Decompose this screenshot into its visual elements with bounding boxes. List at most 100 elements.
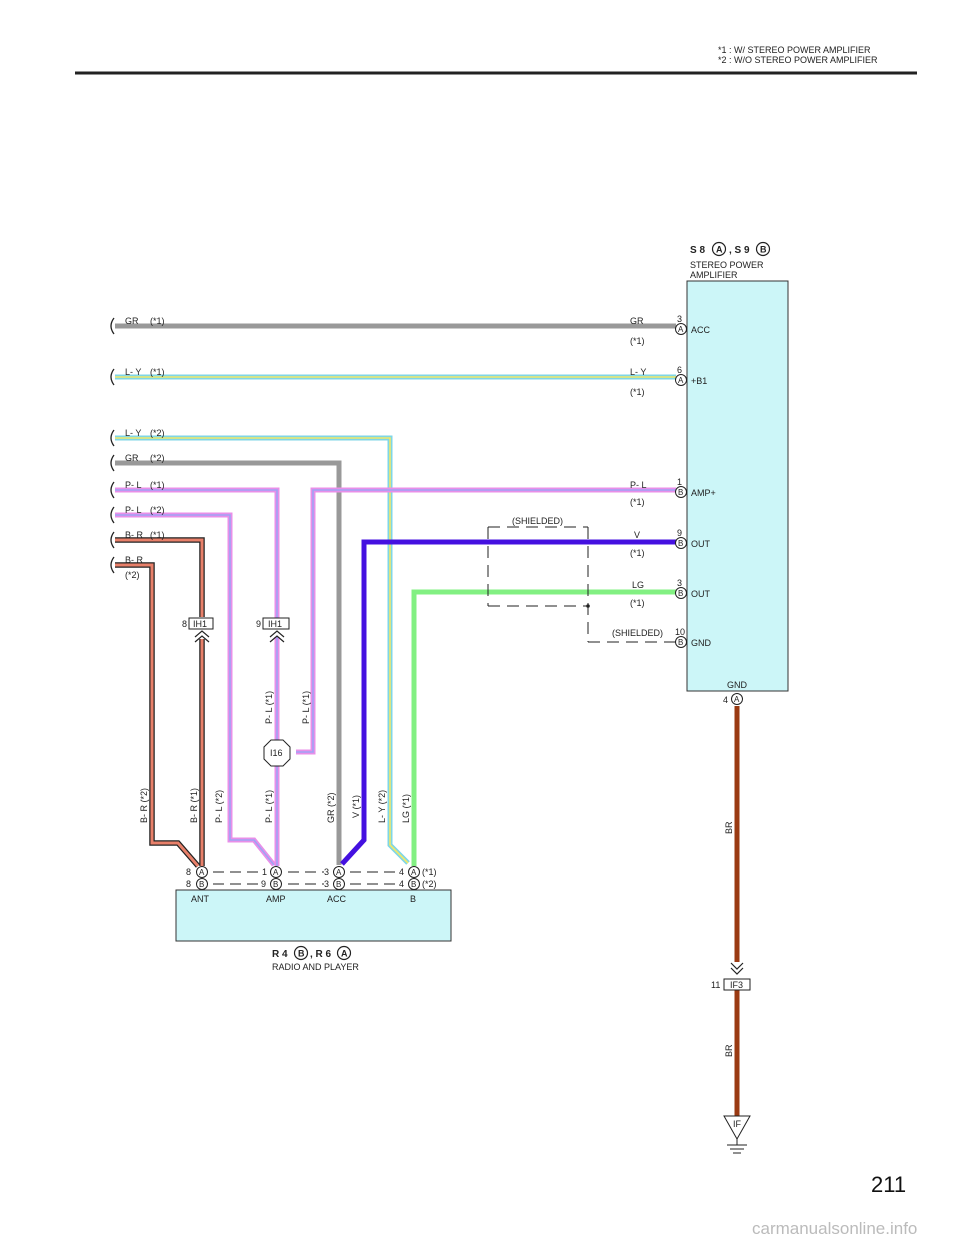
amp-pin-wire: LG bbox=[632, 580, 644, 590]
radio-code-prefix-1: R 4 bbox=[272, 949, 288, 960]
amp-pin-label: +B1 bbox=[691, 376, 707, 386]
shielded-label-bottom: (SHIELDED) bbox=[612, 628, 663, 638]
amp-pin-num: 10 bbox=[675, 627, 685, 637]
radio-pin-dashes bbox=[213, 871, 398, 885]
vlabel-pl1-upper: P- L (*1) bbox=[264, 691, 274, 724]
radio-note-b: (*2) bbox=[422, 879, 437, 889]
i16-junction: I16 bbox=[263, 739, 291, 767]
amp-gnd-conn-circle bbox=[731, 693, 743, 705]
amp-gnd-num: 4 bbox=[723, 695, 728, 705]
left-wire-color-ly-2: L- Y bbox=[125, 428, 141, 438]
ih1-box bbox=[188, 617, 214, 630]
radio-pin-conn: B bbox=[199, 880, 204, 889]
wire-pl-1-left bbox=[115, 487, 280, 618]
amp-pin-wire: L- Y bbox=[630, 367, 646, 377]
ground-label: IF bbox=[733, 1119, 742, 1129]
amp-name-line2: AMPLIFIER bbox=[690, 270, 738, 280]
i16-label: I16 bbox=[270, 748, 283, 758]
amp-code-conn-a-circle bbox=[711, 241, 727, 257]
page-number: 211 bbox=[871, 1172, 906, 1197]
amp-pin-conn-circle bbox=[675, 486, 687, 498]
amp-pin-note: (*1) bbox=[630, 598, 645, 608]
if3-box bbox=[723, 978, 751, 991]
amp-code-prefix-1: S 8 bbox=[690, 245, 705, 256]
amp-pin-conn: B bbox=[678, 488, 683, 497]
radio-pin-b-b: 4 B bbox=[399, 878, 420, 890]
left-wire-note-pl-1: (*1) bbox=[150, 480, 165, 490]
vlabel-ly2: L- Y (*2) bbox=[377, 790, 387, 823]
shield-junction-dot bbox=[586, 604, 590, 608]
radio-note-a: (*1) bbox=[422, 867, 437, 877]
ih1-label: IH1 bbox=[193, 619, 207, 629]
amp-pin-conn: B bbox=[678, 638, 683, 647]
amp-pin-num: 1 bbox=[677, 477, 682, 487]
radio-pin-num: 8 bbox=[186, 879, 191, 889]
left-break-marks bbox=[110, 317, 115, 574]
left-wire-color-pl-2: P- L bbox=[125, 505, 142, 515]
shielded-label-top: (SHIELDED) bbox=[512, 516, 563, 526]
wire-lg-1 bbox=[411, 589, 676, 866]
vlabel-pl1-lower: P- L (*1) bbox=[264, 790, 274, 823]
amp-pin-note: (*1) bbox=[630, 497, 645, 507]
amp-pin-num: 3 bbox=[677, 314, 682, 324]
wire-pl-2 bbox=[115, 512, 276, 867]
stereo-power-amplifier-box bbox=[686, 280, 789, 692]
radio-pin-conn: A bbox=[336, 868, 342, 877]
radio-pin-num: 8 bbox=[186, 867, 191, 877]
amp-pin-note: (*1) bbox=[630, 387, 645, 397]
wire-br-2 bbox=[115, 562, 201, 868]
amp-pin-label: ACC bbox=[691, 325, 711, 335]
amp-pin-num: 6 bbox=[677, 365, 682, 375]
vlabel-br-upper: BR bbox=[724, 821, 734, 834]
if3-label: IF3 bbox=[730, 980, 743, 990]
ground-if: IF bbox=[723, 1115, 751, 1154]
radio-pin-b-a: 4 A bbox=[399, 866, 420, 878]
amp-code-conn-b-circle bbox=[755, 241, 771, 257]
amp-code-conn-2: B bbox=[760, 245, 767, 255]
radio-label-acc: ACC bbox=[327, 894, 347, 904]
amp-pin-conn-circle bbox=[675, 323, 687, 335]
left-wire-note-br-1: (*1) bbox=[150, 530, 165, 540]
wire-pl-1-amp bbox=[296, 487, 676, 755]
radio-pin-conn-circle bbox=[408, 866, 420, 878]
amp-pin-acc: 3 A ACC GR (*1) bbox=[630, 314, 711, 346]
radio-pin-acc-a: 3 A bbox=[324, 866, 345, 878]
radio-pin-conn-circle bbox=[196, 866, 208, 878]
amp-pin-num: 3 bbox=[677, 578, 682, 588]
amp-pin-amp-plus: 1 B AMP+ P- L (*1) bbox=[630, 477, 716, 507]
if3-pin-num: 11 bbox=[711, 980, 720, 990]
vlabel-v1: V (*1) bbox=[351, 795, 361, 818]
amp-pin-conn: B bbox=[678, 589, 683, 598]
radio-code-sep: , R 6 bbox=[310, 949, 332, 960]
vlabel-br2: B- R (*2) bbox=[139, 788, 149, 823]
amp-gnd-label: GND bbox=[727, 680, 748, 690]
radio-pin-num: 1 bbox=[262, 867, 267, 877]
radio-pin-num: 4 bbox=[399, 879, 404, 889]
amp-pin-label: GND bbox=[691, 638, 712, 648]
left-wire-note-ly-2: (*2) bbox=[150, 428, 165, 438]
radio-pin-ant-b: 8 B bbox=[186, 878, 208, 890]
amp-pin-out-lg: 3 B OUT LG (*1) bbox=[630, 578, 711, 608]
shield-dashes bbox=[487, 526, 676, 643]
left-wire-color-ly-1: L- Y bbox=[125, 367, 141, 377]
ih1-box bbox=[262, 617, 290, 630]
wire-gr-2 bbox=[115, 460, 342, 865]
ground-triangle-icon bbox=[723, 1115, 751, 1141]
left-wire-note-pl-2: (*2) bbox=[150, 505, 165, 515]
amp-pin-label: OUT bbox=[691, 539, 711, 549]
amp-pin-wire: V bbox=[634, 530, 640, 540]
ih1-connector-8: 8 IH1 bbox=[182, 617, 214, 643]
radio-pin-conn: A bbox=[411, 868, 417, 877]
amp-pin-conn-circle bbox=[675, 537, 687, 549]
radio-pin-conn: B bbox=[273, 880, 278, 889]
ih1-label: IH1 bbox=[268, 619, 282, 629]
radio-and-player-box bbox=[175, 889, 452, 942]
radio-pin-conn-circle bbox=[270, 866, 282, 878]
radio-pin-num: 3 bbox=[324, 867, 329, 877]
watermark: carmanualsonline.info bbox=[752, 1219, 917, 1238]
radio-pin-conn: B bbox=[336, 880, 341, 889]
left-wire-color-br-1: B- R bbox=[125, 530, 144, 540]
radio-name: RADIO AND PLAYER bbox=[272, 962, 359, 972]
radio-label-b: B bbox=[410, 894, 416, 904]
